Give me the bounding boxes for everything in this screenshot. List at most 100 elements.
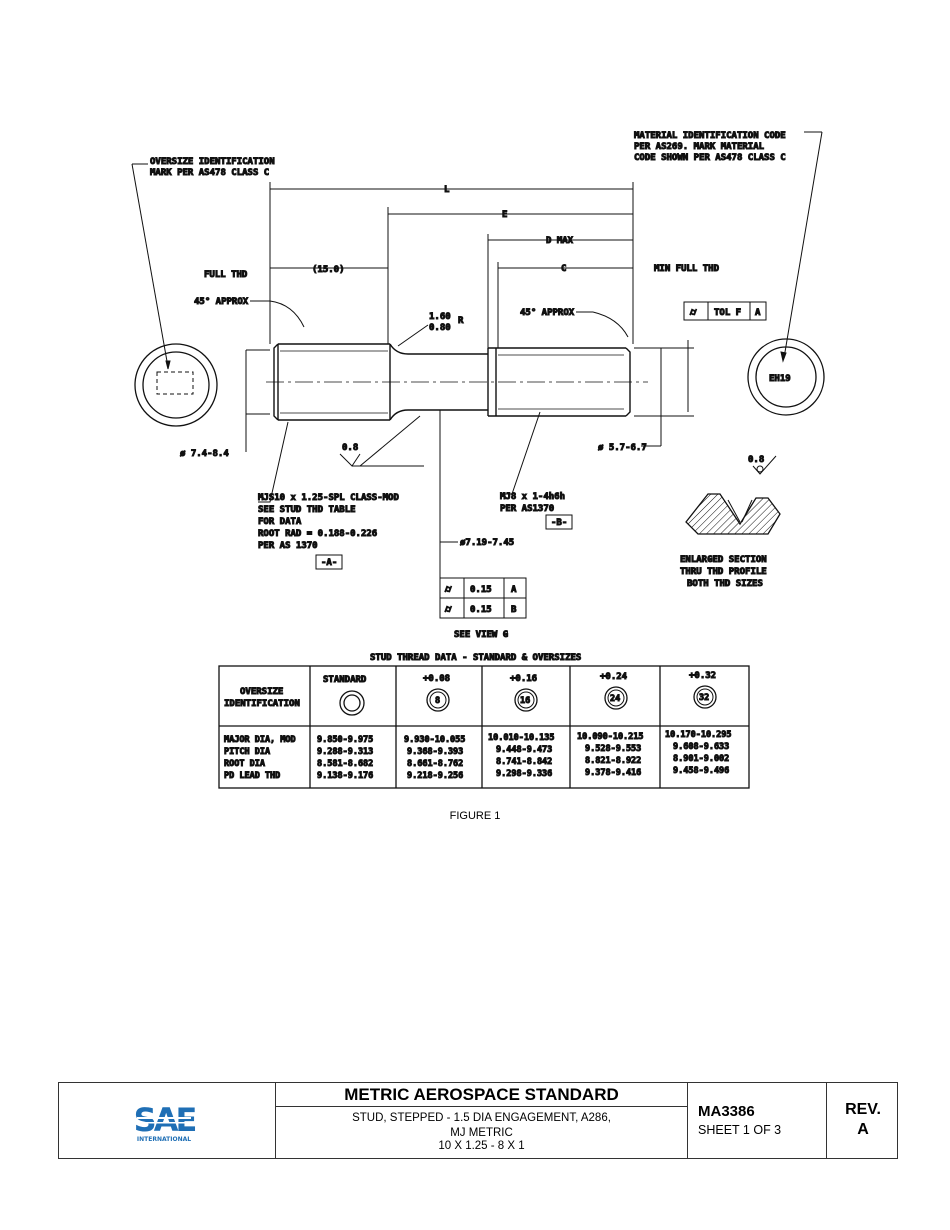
subtitle-line2: MJ METRIC [450,1127,513,1139]
cell-value: 8.741-8.842 [496,757,552,767]
thread-a-line2: SEE STUD THD TABLE [258,505,356,515]
material-mark-eh19: EH19 [769,374,791,384]
cell-value: 9.138-9.176 [317,771,373,781]
row-label: PITCH DIA [224,747,270,757]
cell-value: 9.368-9.393 [407,747,463,757]
radius-1-60: 1.60 [429,312,451,322]
standard-title: METRIC AEROSPACE STANDARD [276,1083,687,1107]
see-view-g: SEE VIEW G [454,630,508,640]
row-label: ROOT DIA [224,759,265,769]
approx-45-left: 45° APPROX [194,297,249,307]
runout-1-datum: A [511,585,517,595]
col-header: +0.32 [689,671,716,681]
technical-drawing: OVERSIZE IDENTIFICATION MARK PER AS478 C… [128,122,830,800]
document-cell: MA3386 SHEET 1 OF 3 [688,1083,827,1158]
oversize-mark: 32 [699,693,709,703]
row-label: PD LEAD THD [224,771,280,781]
runout-2-symbol: ⌭ [444,605,452,615]
min-full-thd: MIN FULL THD [654,264,720,274]
runout-2-value: 0.15 [470,605,492,615]
material-code-line1: MATERIAL IDENTIFICATION CODE [634,131,786,141]
document-number: MA3386 [698,1103,755,1120]
approx-45-right: 45° APPROX [520,308,575,318]
dim-c: C [561,264,566,274]
thread-a-line1: MJS10 x 1.25-SPL CLASS-MOD [258,493,399,503]
revision-label: REV. [845,1101,881,1118]
datum-a: -A- [321,558,337,568]
dia-right: ø 5.7-6.7 [598,443,647,453]
enlarged-line1: ENLARGED SECTION [680,555,767,565]
subtitle-line1: STUD, STEPPED - 1.5 DIA ENGAGEMENT, A286… [352,1112,611,1124]
tol-symbol: ⌭ [689,308,697,318]
enlarged-thread-section [685,493,781,535]
table-title: STUD THREAD DATA - STANDARD & OVERSIZES [370,653,581,663]
cell-value: 9.608-9.633 [673,742,729,752]
thread-b-line2: PER AS1370 [500,504,554,514]
enlarged-line2: THRU THD PROFILE [680,567,767,577]
cell-value: 9.448-9.473 [496,745,552,755]
datum-b: -B- [551,518,567,528]
material-code-line2: PER AS269. MARK MATERIAL [634,142,765,152]
dim-d-max: D MAX [546,236,574,246]
surface-finish-left: 0.8 [342,443,358,453]
material-code-line3: CODE SHOWN PER AS478 CLASS C [634,153,786,163]
revision-cell: REV. A [827,1083,899,1158]
cell-value: 9.288-9.313 [317,747,373,757]
cell-value: 9.298-9.336 [496,769,552,779]
row-header-line2: IDENTIFICATION [224,699,300,709]
oversize-mark: 16 [520,696,530,706]
radius-r: R [458,316,464,326]
tolerance-frame-top [683,301,767,321]
col-header: +0.08 [423,674,450,684]
cell-value: 10.090-10.215 [577,732,644,742]
sheet-number: SHEET 1 OF 3 [698,1123,782,1137]
left-end-view [134,343,218,427]
oversize-mark: 8 [435,696,440,706]
svg-text:INTERNATIONAL: INTERNATIONAL [137,1136,191,1143]
runout-1-value: 0.15 [470,585,492,595]
title-block: SAE INTERNATIONAL METRIC AEROSPACE STAND… [58,1082,898,1159]
radius-0-80: 0.80 [429,323,451,333]
thread-a-line3: FOR DATA [258,517,302,527]
cell-value: 9.378-9.416 [585,768,641,778]
dim-15: (15.0) [312,265,345,275]
cell-value: 9.930-10.055 [404,735,465,745]
row-label: MAJOR DIA, MOD [224,735,296,745]
cell-value: 10.170-10.295 [665,730,732,740]
figure-caption: FIGURE 1 [449,810,501,822]
shank-diameter: ø7.19-7.45 [460,538,514,548]
tol-label: TOL F [714,308,741,318]
dia-left: ø 7.4-8.4 [180,449,229,459]
cell-value: 8.581-8.682 [317,759,373,769]
svg-text:SAE: SAE [134,1101,196,1139]
cell-value: 8.821-8.922 [585,756,641,766]
col-header: +0.16 [510,674,537,684]
dimension-lines [245,182,694,452]
thread-a-line4: ROOT RAD = 0.188-0.226 [258,529,377,539]
tol-datum: A [755,308,761,318]
cell-value: 9.218-9.256 [407,771,463,781]
cell-value: 10.010-10.135 [488,733,555,743]
thread-a-line5: PER AS 1370 [258,541,318,551]
row-header-line1: OVERSIZE [240,687,283,697]
runout-frames [439,577,527,619]
oversize-mark-line1: OVERSIZE IDENTIFICATION [150,157,275,167]
surface-finish-right: 0.8 [748,455,764,465]
cell-value: 8.901-9.002 [673,754,729,764]
dim-l: L [444,185,450,195]
runout-1-symbol: ⌭ [444,585,452,595]
dim-e: E [502,210,507,220]
cell-value: 9.528-9.553 [585,744,641,754]
full-thd: FULL THD [204,270,248,280]
col-header: +0.24 [600,672,628,682]
thread-data-table [218,665,750,789]
col-header: STANDARD [323,675,367,685]
title-cell: METRIC AEROSPACE STANDARD STUD, STEPPED … [276,1083,688,1158]
cell-value: 9.458-9.496 [673,766,729,776]
sae-logo: SAE INTERNATIONAL [134,1101,197,1143]
oversize-mark: 24 [610,694,620,704]
cell-value: 8.661-8.762 [407,759,463,769]
enlarged-line3: BOTH THD SIZES [687,579,763,589]
revision-value: A [857,1121,869,1138]
oversize-mark-line2: MARK PER AS478 CLASS C [150,168,269,178]
